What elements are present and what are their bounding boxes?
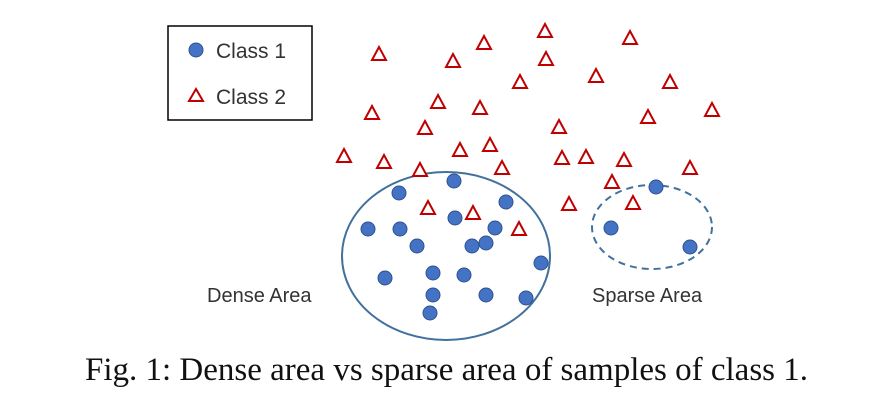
legend-label-class2: Class 2 — [216, 86, 286, 109]
class1-sample-5 — [392, 221, 408, 237]
dense-area-label: Dense Area — [207, 285, 312, 307]
class1-sample-15 — [425, 287, 441, 303]
class2-sample-28 — [419, 198, 437, 215]
class2-sample-4 — [536, 21, 554, 38]
class1-sample-19 — [648, 179, 664, 195]
legend-box — [167, 25, 313, 121]
class2-sample-7 — [587, 66, 605, 83]
class2-sample-19 — [411, 160, 429, 177]
class2-sample-1 — [370, 44, 388, 61]
class1-sample-4 — [360, 221, 376, 237]
class2-sample-16 — [703, 100, 721, 117]
class2-sample-32 — [510, 219, 528, 236]
class1-sample-21 — [682, 239, 698, 255]
class1-sample-3 — [498, 194, 514, 210]
class1-sample-20 — [603, 220, 619, 236]
class1-sample-8 — [409, 238, 425, 254]
class2-sample-2 — [475, 33, 493, 50]
class2-sample-18 — [375, 152, 393, 169]
class2-sample-8 — [621, 28, 639, 45]
sparse-area-label: Sparse Area — [592, 285, 703, 307]
class1-sample-7 — [487, 220, 503, 236]
class1-sample-9 — [464, 238, 480, 254]
class2-sample-23 — [553, 148, 571, 165]
class2-sample-5 — [537, 49, 555, 66]
class1-sample-11 — [533, 255, 549, 271]
class2-sample-21 — [481, 135, 499, 152]
class1-sample-6 — [447, 210, 463, 226]
class2-sample-31 — [624, 193, 642, 210]
class2-sample-11 — [429, 92, 447, 109]
class2-sample-3 — [444, 51, 462, 68]
class1-sample-10 — [478, 235, 494, 251]
class2-sample-10 — [363, 103, 381, 120]
class2-sample-14 — [550, 117, 568, 134]
class1-sample-17 — [518, 290, 534, 306]
class1-sample-2 — [391, 185, 407, 201]
class1-sample-18 — [422, 305, 438, 321]
class2-sample-6 — [511, 72, 529, 89]
class2-sample-29 — [464, 203, 482, 220]
legend-triangle-icon — [187, 87, 205, 102]
class2-sample-13 — [416, 118, 434, 135]
legend-circle-icon — [188, 42, 204, 58]
class2-sample-25 — [615, 150, 633, 167]
class2-sample-30 — [560, 194, 578, 211]
class2-sample-17 — [335, 146, 353, 163]
figure-caption: Fig. 1: Dense area vs sparse area of sam… — [84, 352, 809, 388]
class2-sample-20 — [451, 140, 469, 157]
class1-points — [360, 173, 698, 321]
class1-sample-16 — [478, 287, 494, 303]
class2-sample-12 — [471, 98, 489, 115]
class2-sample-22 — [493, 158, 511, 175]
class1-sample-1 — [446, 173, 462, 189]
class2-sample-9 — [661, 72, 679, 89]
class2-sample-27 — [681, 158, 699, 175]
dense-area-ellipse — [341, 171, 551, 341]
legend: Class 1 Class 2 — [167, 25, 313, 121]
class1-sample-12 — [377, 270, 393, 286]
legend-label-class1: Class 1 — [216, 40, 286, 63]
class1-sample-14 — [456, 267, 472, 283]
class2-sample-15 — [639, 107, 657, 124]
class2-points — [335, 21, 721, 236]
class2-sample-26 — [603, 172, 621, 189]
class1-sample-13 — [425, 265, 441, 281]
class2-sample-24 — [577, 147, 595, 164]
